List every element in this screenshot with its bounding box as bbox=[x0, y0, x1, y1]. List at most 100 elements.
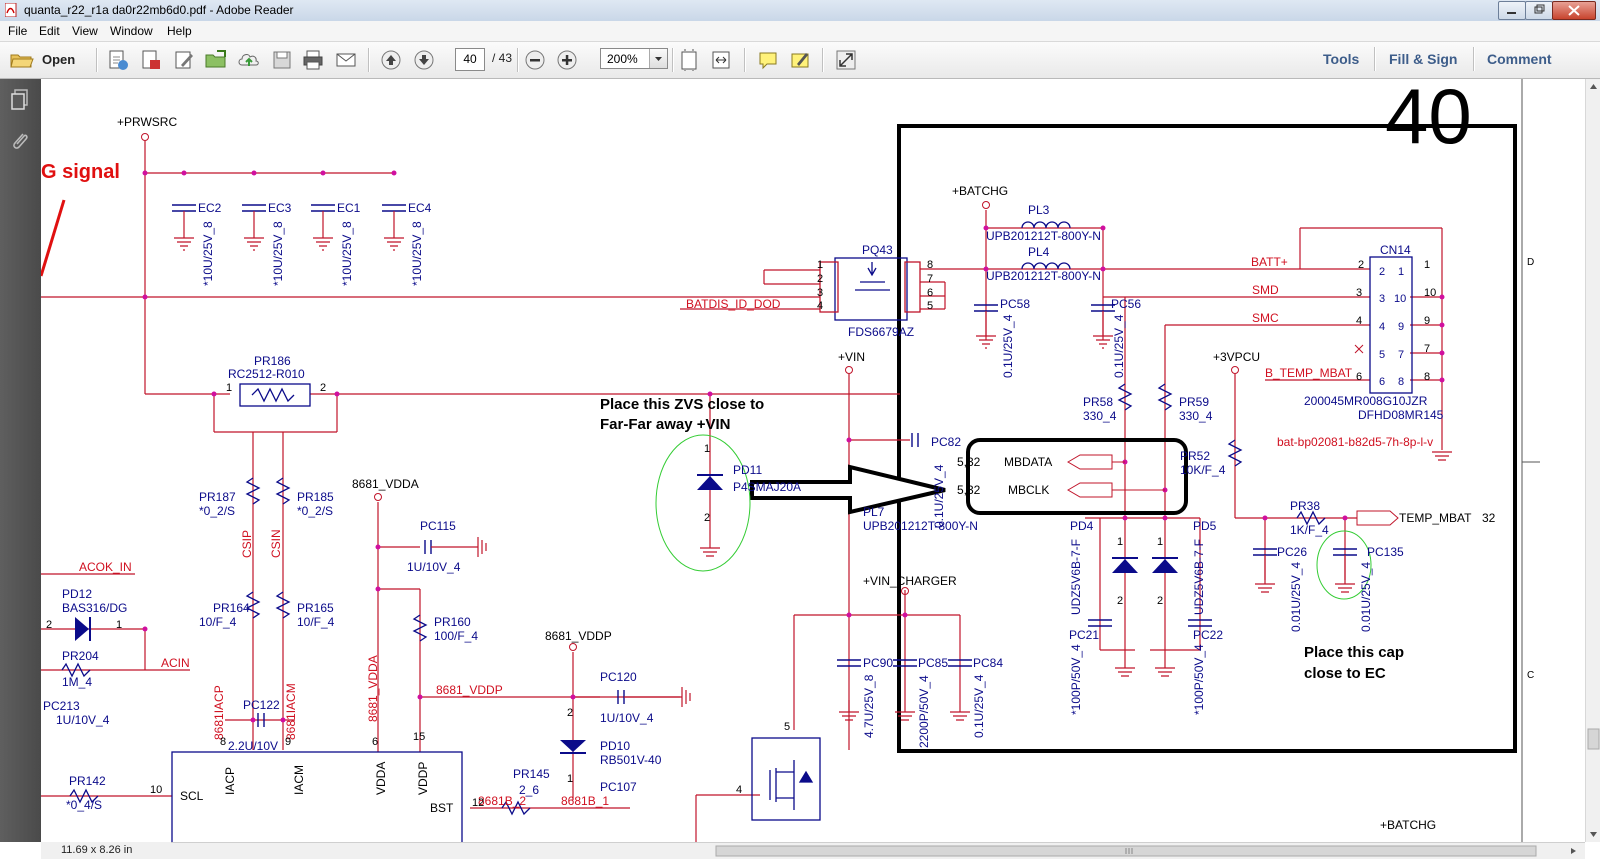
svg-text:0.1U/25V_4: 0.1U/25V_4 bbox=[1112, 314, 1126, 378]
svg-text:PD12: PD12 bbox=[62, 587, 92, 601]
previous-page-icon[interactable] bbox=[380, 49, 402, 71]
toolbar-separator bbox=[672, 48, 674, 72]
svg-text:0.01U/25V_4: 0.01U/25V_4 bbox=[1359, 562, 1373, 632]
svg-text:0.1U/25V_4: 0.1U/25V_4 bbox=[1001, 314, 1015, 378]
svg-text:PC84: PC84 bbox=[973, 656, 1003, 670]
svg-text:*0_2/S: *0_2/S bbox=[199, 504, 235, 518]
svg-text:PR185: PR185 bbox=[297, 490, 334, 504]
svg-text:PC21: PC21 bbox=[1069, 628, 1099, 642]
menu-bar: File Edit View Window Help bbox=[0, 21, 1600, 42]
create-pdf-icon[interactable] bbox=[107, 49, 129, 71]
menu-edit[interactable]: Edit bbox=[39, 24, 60, 38]
menu-help[interactable]: Help bbox=[167, 24, 192, 38]
net-batchg: +BATCHG bbox=[952, 184, 1008, 198]
svg-text:SCL: SCL bbox=[180, 789, 204, 803]
svg-text:UDZ5V6B-7-F: UDZ5V6B-7-F bbox=[1192, 539, 1206, 615]
cn14-note: bat-bp02081-b82d5-7h-8p-l-v bbox=[1277, 435, 1433, 449]
cloud-upload-icon[interactable] bbox=[238, 49, 260, 71]
open-button[interactable]: Open bbox=[6, 49, 84, 71]
svg-text:*100P/50V_4: *100P/50V_4 bbox=[1069, 644, 1083, 715]
document-view[interactable]: 40 D C G signal bbox=[41, 79, 1585, 842]
open-folder-icon[interactable] bbox=[205, 49, 227, 71]
svg-text:8: 8 bbox=[220, 736, 226, 748]
menu-view[interactable]: View bbox=[72, 24, 98, 38]
net-acok: ACOK_IN bbox=[79, 560, 132, 574]
vertical-scrollbar[interactable] bbox=[1585, 79, 1600, 842]
svg-text:PC58: PC58 bbox=[1000, 297, 1030, 311]
svg-text:BAS316/DG: BAS316/DG bbox=[62, 601, 127, 615]
tools-link[interactable]: Tools bbox=[1323, 51, 1360, 67]
svg-text:7: 7 bbox=[1398, 349, 1404, 361]
highlight-icon[interactable] bbox=[789, 49, 811, 71]
svg-text:PC120: PC120 bbox=[600, 670, 637, 684]
svg-text:5: 5 bbox=[784, 721, 790, 733]
net-mbdata: MBDATA bbox=[1004, 455, 1052, 469]
minimize-button[interactable] bbox=[1498, 1, 1526, 20]
export-pdf-icon[interactable] bbox=[140, 49, 162, 71]
svg-text:0.1U/25V_4: 0.1U/25V_4 bbox=[972, 674, 986, 738]
svg-text:PR52: PR52 bbox=[1180, 449, 1210, 463]
svg-text:7: 7 bbox=[1424, 343, 1430, 355]
menu-window[interactable]: Window bbox=[110, 24, 153, 38]
attachments-icon[interactable] bbox=[9, 129, 31, 153]
svg-text:CN14: CN14 bbox=[1380, 243, 1411, 257]
toolbar-separator bbox=[368, 48, 370, 72]
svg-text:UPB201212T-800Y-N: UPB201212T-800Y-N bbox=[986, 269, 1101, 283]
zvs-highlight-circle bbox=[655, 434, 751, 572]
page-number-input[interactable]: 40 bbox=[455, 48, 485, 71]
edit-pdf-icon[interactable] bbox=[173, 49, 195, 71]
svg-text:VDDP: VDDP bbox=[416, 762, 430, 795]
svg-text:PR186: PR186 bbox=[254, 354, 291, 368]
zoom-in-icon[interactable] bbox=[556, 49, 578, 71]
svg-text:1: 1 bbox=[1117, 536, 1123, 548]
svg-text:1U/10V_4: 1U/10V_4 bbox=[407, 560, 461, 574]
full-screen-icon[interactable] bbox=[835, 49, 857, 71]
svg-text:15: 15 bbox=[413, 731, 425, 743]
zoom-out-icon[interactable] bbox=[524, 49, 546, 71]
chevron-down-icon[interactable] bbox=[649, 49, 667, 68]
close-button[interactable] bbox=[1552, 1, 1596, 20]
svg-text:1: 1 bbox=[567, 773, 573, 785]
svg-text:PL4: PL4 bbox=[1028, 245, 1050, 259]
mosfet-pq43 bbox=[819, 257, 921, 321]
svg-text:7: 7 bbox=[927, 273, 933, 285]
svg-text:P4SMAJ20A: P4SMAJ20A bbox=[733, 480, 801, 494]
comment-link[interactable]: Comment bbox=[1487, 51, 1552, 67]
fit-page-icon[interactable] bbox=[678, 49, 700, 71]
net-vin: +VIN bbox=[838, 350, 865, 364]
net-mbclk: MBCLK bbox=[1008, 483, 1049, 497]
toolbar-separator bbox=[96, 48, 98, 72]
open-label: Open bbox=[42, 52, 76, 67]
page-thumbnails-icon[interactable] bbox=[9, 88, 31, 112]
zoom-select[interactable]: 200% bbox=[600, 48, 668, 69]
ground-symbols bbox=[174, 211, 1452, 721]
svg-text:PR160: PR160 bbox=[434, 615, 471, 629]
svg-text:2: 2 bbox=[704, 512, 710, 524]
svg-text:200045MR008G10JZR: 200045MR008G10JZR bbox=[1304, 394, 1428, 408]
svg-text:2: 2 bbox=[817, 273, 823, 285]
svg-text:1: 1 bbox=[116, 619, 122, 631]
sticky-note-icon[interactable] bbox=[757, 49, 779, 71]
fit-width-icon[interactable] bbox=[710, 49, 732, 71]
svg-text:PC85: PC85 bbox=[918, 656, 948, 670]
connector-cn14 bbox=[1369, 256, 1413, 394]
email-icon[interactable] bbox=[335, 49, 357, 71]
svg-text:4: 4 bbox=[817, 300, 823, 312]
menu-file[interactable]: File bbox=[8, 24, 28, 38]
svg-text:1: 1 bbox=[1157, 536, 1163, 548]
toolbar-separator bbox=[1473, 47, 1475, 71]
horizontal-scrollbar[interactable] bbox=[41, 842, 1585, 859]
svg-text:PR59: PR59 bbox=[1179, 395, 1209, 409]
window-controls bbox=[1498, 1, 1596, 20]
next-page-icon[interactable] bbox=[413, 49, 435, 71]
restore-button[interactable] bbox=[1525, 1, 1553, 20]
svg-text:8: 8 bbox=[927, 259, 933, 271]
fill-sign-link[interactable]: Fill & Sign bbox=[1389, 51, 1458, 67]
svg-text:RB501V-40: RB501V-40 bbox=[600, 753, 662, 767]
net-wires bbox=[41, 141, 1443, 842]
highlight-box bbox=[897, 124, 1517, 753]
page-number-label: 40 bbox=[1385, 79, 1472, 160]
save-icon[interactable] bbox=[271, 49, 293, 71]
print-icon[interactable] bbox=[302, 49, 324, 71]
